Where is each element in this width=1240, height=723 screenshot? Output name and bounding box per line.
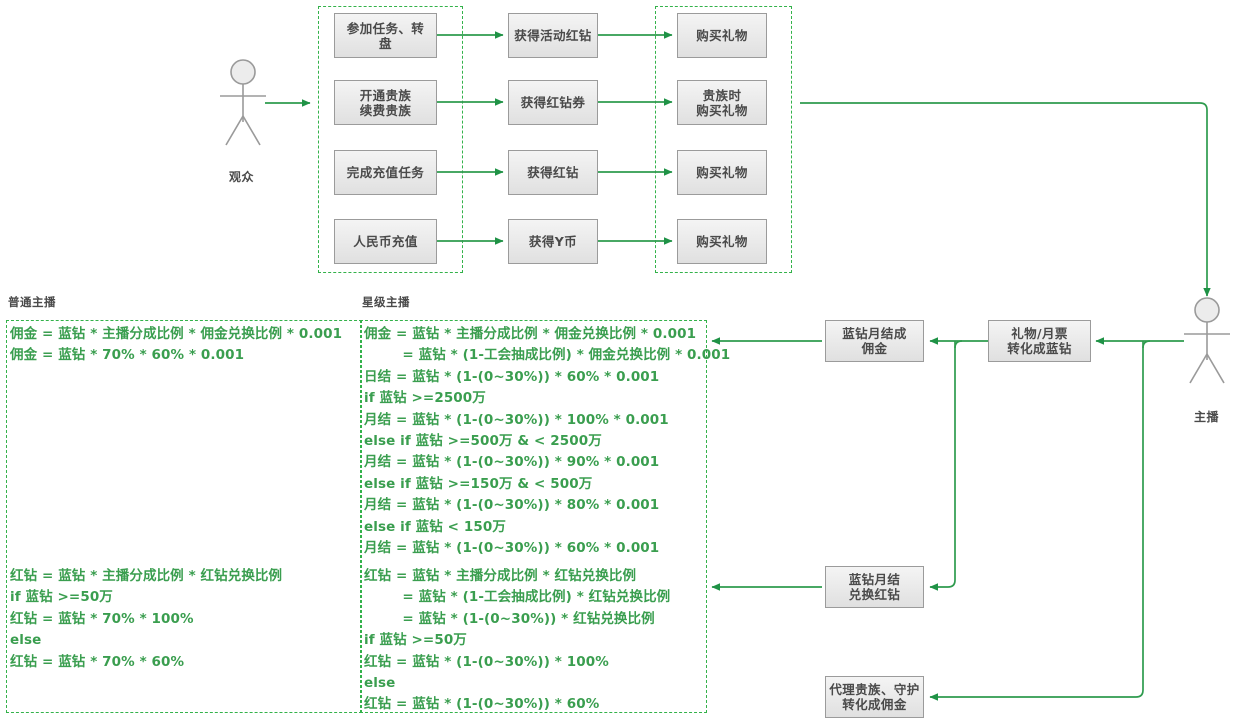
group-source-actions xyxy=(318,6,463,273)
node-get-red-diamond-coupon-label: 获得红钻券 xyxy=(520,95,586,110)
node-gift-ticket-to-blue-diamond[interactable]: 礼物/月票 转化成蓝钻 xyxy=(988,320,1091,362)
formula-normal-commission: 佣金 = 蓝钻 * 主播分成比例 * 佣金兑换比例 * 0.001 佣金 = 蓝… xyxy=(10,326,343,364)
node-blue-diamond-monthly-commission-label: 蓝钻月结成 佣金 xyxy=(842,326,907,356)
node-task-wheel-label: 参加任务、转 盘 xyxy=(346,20,425,51)
node-agent-noble-guard-commission-label: 代理贵族、守护 转化成佣金 xyxy=(829,682,920,712)
actor-label-anchor: 主播 xyxy=(1194,410,1220,424)
node-noble-open-renew-label: 开通贵族 续费贵族 xyxy=(359,87,412,118)
node-blue-diamond-monthly-red-diamond[interactable]: 蓝钻月结 兑换红钻 xyxy=(825,566,924,608)
node-recharge-task[interactable]: 完成充值任务 xyxy=(334,150,437,195)
node-get-red-diamond-label: 获得红钻 xyxy=(527,165,579,180)
node-buy-gift-noble[interactable]: 贵族时 购买礼物 xyxy=(677,80,767,125)
node-blue-diamond-monthly-commission[interactable]: 蓝钻月结成 佣金 xyxy=(825,320,924,362)
node-recharge-task-label: 完成充值任务 xyxy=(346,165,425,180)
node-agent-noble-guard-commission[interactable]: 代理贵族、守护 转化成佣金 xyxy=(825,676,924,718)
group-gift-purchases xyxy=(655,6,792,273)
node-buy-gift-noble-label: 贵族时 购买礼物 xyxy=(696,87,748,118)
node-get-red-diamond[interactable]: 获得红钻 xyxy=(508,150,598,195)
node-rmb-recharge[interactable]: 人民币充值 xyxy=(334,219,437,264)
arrow-blue-diamond-to-monthly-red-diamond xyxy=(930,340,963,587)
actor-figure-audience xyxy=(220,59,266,146)
actor-label-audience: 观众 xyxy=(229,170,255,184)
formula-star-commission: 佣金 = 蓝钻 * 主播分成比例 * 佣金兑换比例 * 0.001 = 蓝钻 *… xyxy=(364,326,731,557)
node-rmb-recharge-label: 人民币充值 xyxy=(353,234,418,249)
node-buy-gift-4[interactable]: 购买礼物 xyxy=(677,219,767,264)
node-buy-gift-3[interactable]: 购买礼物 xyxy=(677,150,767,195)
formula-normal-red-diamond: 红钻 = 蓝钻 * 主播分成比例 * 红钻兑换比例 if 蓝钻 >=50万 红钻… xyxy=(10,568,283,670)
node-get-red-diamond-coupon[interactable]: 获得红钻券 xyxy=(508,80,598,125)
node-buy-gift-4-label: 购买礼物 xyxy=(696,234,748,249)
node-buy-gift-3-label: 购买礼物 xyxy=(696,165,748,180)
formula-star-red-diamond: 红钻 = 蓝钻 * 主播分成比例 * 红钻兑换比例 = 蓝钻 * (1-工会抽成… xyxy=(364,568,671,713)
label-star-anchor: 星级主播 xyxy=(362,295,410,309)
node-gift-ticket-to-blue-diamond-label: 礼物/月票 转化成蓝钻 xyxy=(1007,326,1072,356)
arrow-gifts-to-anchor xyxy=(800,102,1211,297)
node-blue-diamond-monthly-red-diamond-label: 蓝钻月结 兑换红钻 xyxy=(848,572,901,602)
actor-figure-anchor xyxy=(1184,297,1230,384)
node-get-activity-red-diamond[interactable]: 获得活动红钻 xyxy=(508,13,598,58)
node-buy-gift-1-label: 购买礼物 xyxy=(696,28,748,43)
node-buy-gift-1[interactable]: 购买礼物 xyxy=(677,13,767,58)
label-normal-anchor: 普通主播 xyxy=(8,295,56,309)
arrow-anchor-to-agent-noble-commission xyxy=(930,340,1151,697)
group-star-anchor xyxy=(360,320,707,713)
node-noble-open-renew[interactable]: 开通贵族 续费贵族 xyxy=(334,80,437,125)
node-task-wheel[interactable]: 参加任务、转 盘 xyxy=(334,13,437,58)
node-get-y-coin-label: 获得Y币 xyxy=(528,234,578,249)
node-get-y-coin[interactable]: 获得Y币 xyxy=(508,219,598,264)
node-get-activity-red-diamond-label: 获得活动红钻 xyxy=(514,28,592,43)
group-normal-anchor xyxy=(6,320,362,713)
